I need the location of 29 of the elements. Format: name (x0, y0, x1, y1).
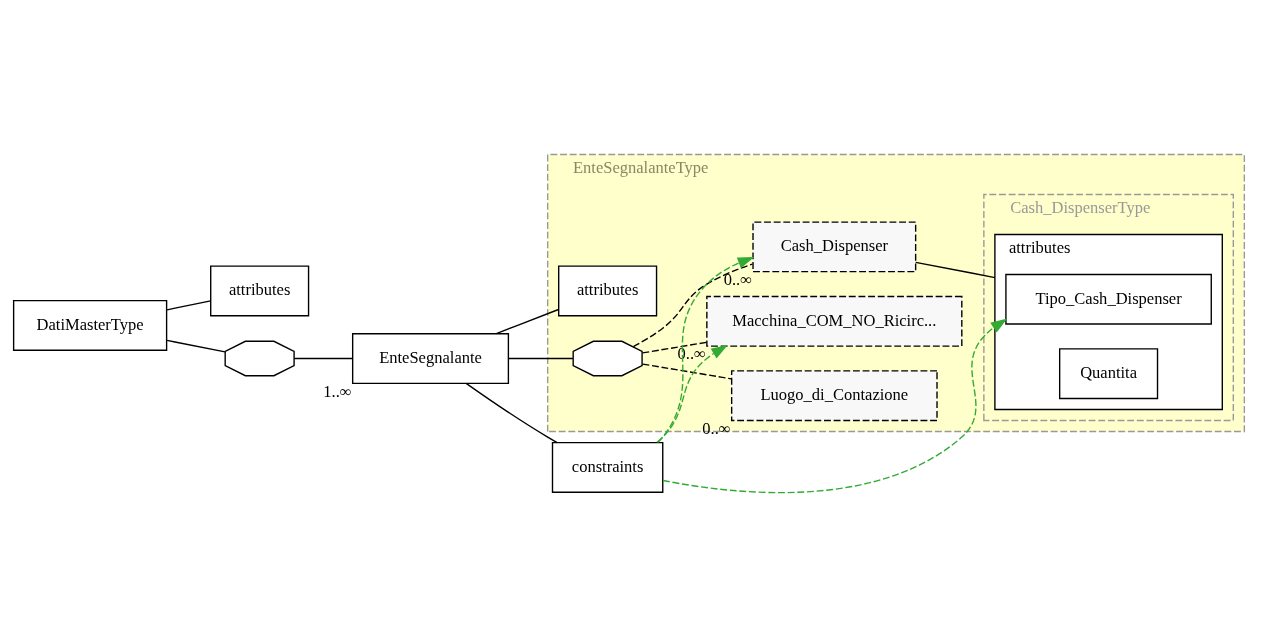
node-octagon (224, 340, 295, 377)
connector (508, 357, 574, 360)
node-label: 0..∞ (677, 344, 706, 364)
connector (495, 308, 560, 335)
node-box: EnteSegnalante (351, 333, 510, 384)
node-box: Luogo_di_Contazione (730, 370, 938, 422)
connector (915, 261, 996, 279)
connector (641, 341, 708, 354)
connector (632, 263, 754, 348)
arrow (657, 256, 755, 443)
node-octagon (572, 340, 643, 377)
node-label: 1..∞ (323, 381, 352, 401)
node-box: attributes (558, 265, 658, 317)
connector (465, 382, 558, 443)
arrow (656, 345, 728, 443)
arrow (662, 318, 1008, 494)
node-label: 0..∞ (702, 418, 731, 438)
node-box: Cash_Dispenser (752, 221, 917, 273)
node-label: 0..∞ (723, 269, 753, 289)
node-box: attributes (210, 265, 310, 317)
node-box: constraints (551, 441, 664, 493)
node-box: Tipo_Cash_Dispenser (1005, 273, 1212, 325)
connector (166, 300, 212, 311)
connector (166, 339, 226, 353)
node-box: Macchina_COM_NO_Ricirc... (706, 295, 963, 347)
connector (293, 357, 354, 360)
node-box: Quantita (1059, 348, 1159, 400)
connector (641, 363, 732, 380)
node-box: DatiMasterType (12, 299, 168, 351)
